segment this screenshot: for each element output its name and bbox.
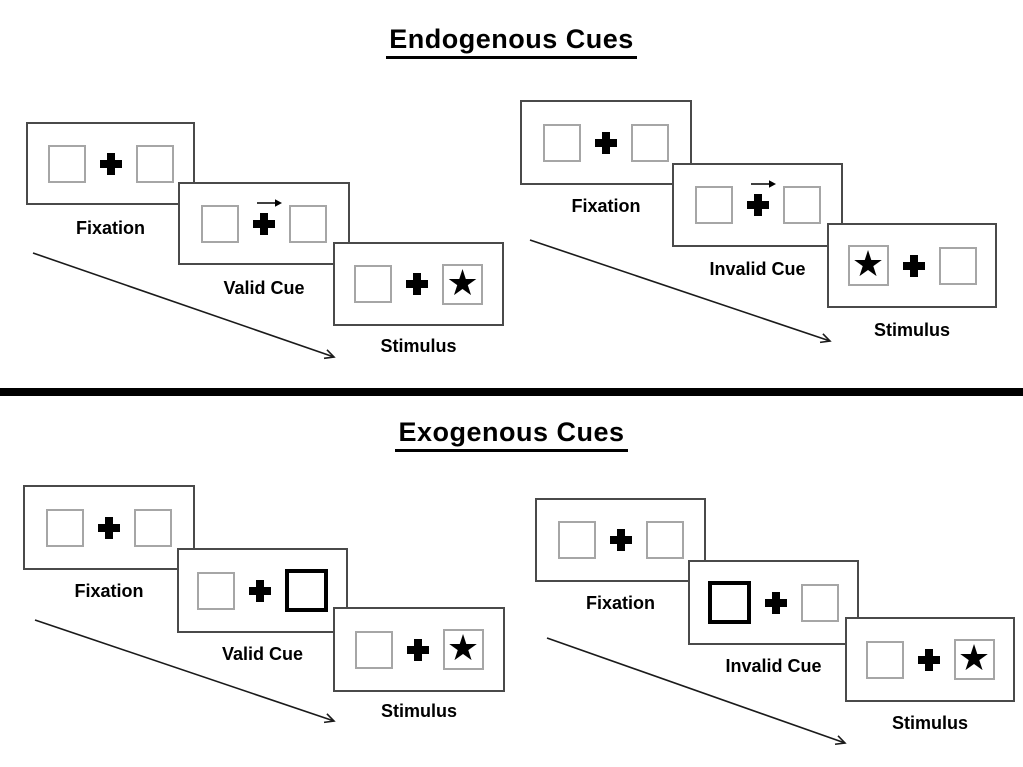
panel-label-fixation: Fixation: [74, 581, 144, 601]
panel-label-stimulus: Stimulus: [380, 336, 457, 356]
fixation-center: [746, 180, 776, 216]
fixation-center: [609, 529, 632, 551]
placeholder-box-right: [289, 204, 327, 243]
placeholder-box-left: [201, 204, 239, 243]
fixation-cross-icon: [99, 152, 122, 175]
placeholder-box-left: [543, 123, 581, 162]
time-sequence-arrow: [529, 239, 832, 344]
placeholder-box-left: [865, 640, 904, 679]
fixation-panel: [23, 485, 195, 570]
panel-label-fixation: Fixation: [571, 196, 641, 216]
placeholder-box-left: [46, 508, 84, 547]
fixation-cross-icon: [902, 254, 925, 277]
placeholder-box-left: [197, 571, 235, 610]
target-box-left: ★: [847, 243, 889, 286]
stimulus-panel: ★: [827, 223, 997, 308]
target-box-right: ★: [953, 637, 995, 680]
panel-label-stimulus: Stimulus: [891, 713, 968, 733]
section-title-endogenous: Endogenous Cues: [0, 24, 1023, 59]
panel-label-invalid-cue: Invalid Cue: [709, 259, 806, 279]
endogenous-arrow-cue-icon: [750, 180, 776, 188]
fixation-center: [249, 579, 271, 602]
exogenous-cue-box-right: [285, 569, 328, 612]
stimulus-panel: ★: [845, 617, 1015, 702]
panel-label-fixation: Fixation: [585, 593, 655, 613]
fixation-center: [595, 131, 617, 154]
fixation-cross-icon: [609, 529, 632, 551]
fixation-panel: [26, 122, 195, 205]
panel-label-stimulus: Stimulus: [873, 320, 950, 340]
placeholder-box-left: [354, 265, 392, 303]
panel-label-fixation: Fixation: [75, 218, 145, 238]
placeholder-box-left: [557, 521, 596, 559]
placeholder-box-left: [47, 144, 86, 183]
placeholder-box-right: [938, 246, 977, 285]
fixation-center: [406, 273, 428, 295]
fixation-panel: [535, 498, 706, 582]
fixation-center: [253, 198, 282, 235]
valid-cue-panel: [178, 182, 350, 265]
fixation-center: [98, 516, 120, 539]
fixation-panel: [520, 100, 692, 185]
target-box-right: ★: [442, 627, 484, 670]
panel-label-invalid-cue: Invalid Cue: [725, 656, 822, 676]
section-divider: [0, 388, 1023, 396]
placeholder-box-left: [354, 630, 393, 669]
placeholder-box-right: [801, 583, 839, 622]
fixation-cross-icon: [406, 273, 428, 295]
panel-label-valid-cue: Valid Cue: [221, 644, 304, 664]
endogenous-arrow-cue-icon: [257, 198, 282, 207]
placeholder-box-right: [645, 521, 684, 559]
time-sequence-arrow: [34, 619, 336, 724]
target-star-icon: ★: [957, 637, 991, 678]
section-title-exogenous: Exogenous Cues: [0, 417, 1023, 452]
fixation-center: [765, 591, 787, 614]
fixation-cross-icon: [746, 194, 769, 216]
fixation-cross-icon: [917, 648, 940, 671]
fixation-center: [902, 254, 925, 277]
time-sequence-arrow: [32, 252, 336, 360]
stimulus-panel: ★: [333, 607, 505, 692]
valid-cue-panel: [177, 548, 348, 633]
fixation-center: [917, 648, 940, 671]
placeholder-box-right: [631, 123, 669, 162]
fixation-center: [99, 152, 122, 175]
fixation-cross-icon: [765, 591, 787, 614]
panel-label-valid-cue: Valid Cue: [223, 278, 305, 298]
fixation-cross-icon: [253, 212, 275, 235]
fixation-cross-icon: [98, 516, 120, 539]
exogenous-cue-box-left: [708, 581, 751, 624]
stimulus-panel: ★: [333, 242, 504, 326]
invalid-cue-panel: [672, 163, 843, 247]
target-star-icon: ★: [446, 627, 480, 668]
fixation-cross-icon: [249, 579, 271, 602]
target-box-right: ★: [442, 261, 483, 305]
placeholder-box-right: [134, 508, 172, 547]
time-sequence-arrow: [546, 637, 847, 746]
placeholder-box-right: [782, 186, 821, 224]
placeholder-box-right: [135, 144, 174, 183]
panel-label-stimulus: Stimulus: [380, 701, 457, 721]
fixation-cross-icon: [595, 131, 617, 154]
invalid-cue-panel: [688, 560, 859, 645]
target-star-icon: ★: [851, 243, 885, 284]
placeholder-box-left: [694, 186, 733, 224]
fixation-cross-icon: [406, 638, 429, 661]
fixation-center: [406, 638, 429, 661]
target-star-icon: ★: [446, 261, 479, 303]
